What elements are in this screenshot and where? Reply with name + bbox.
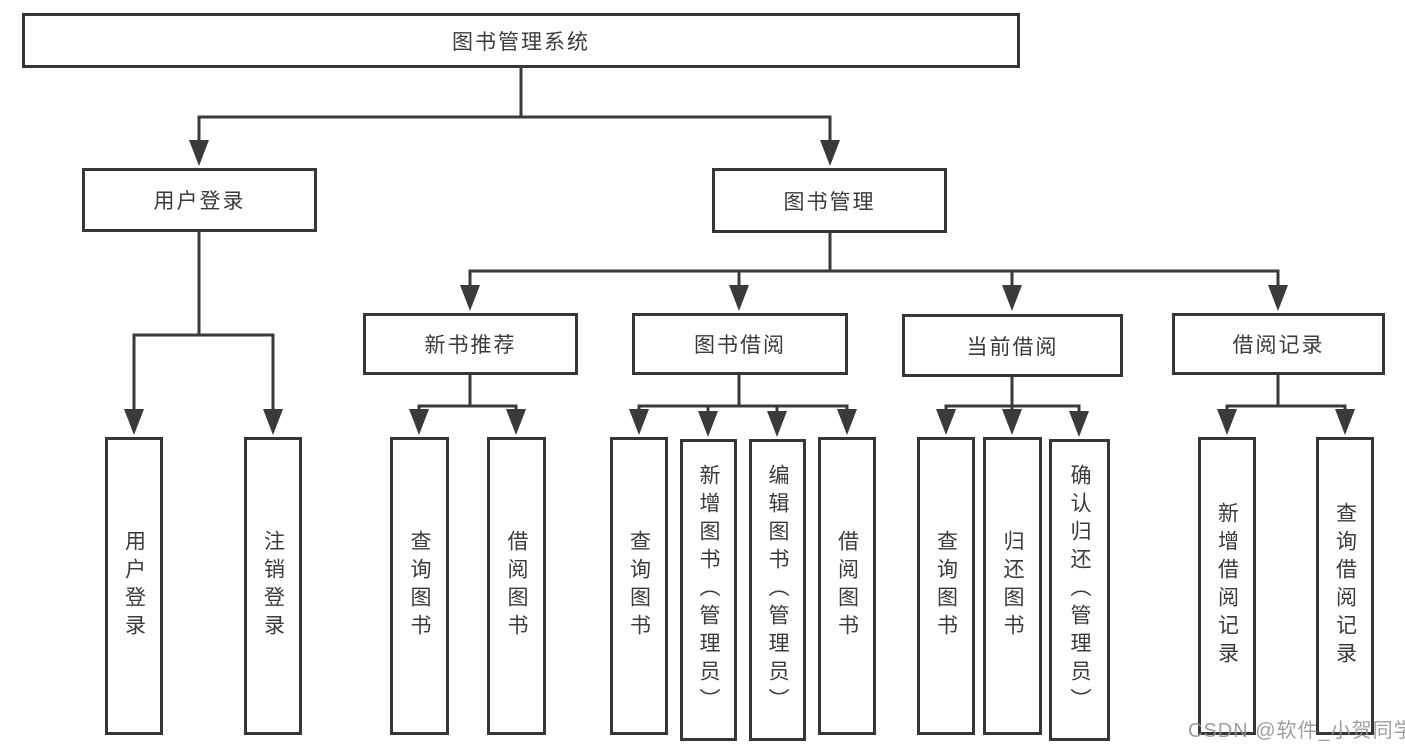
connector-current-borrow-children [944,375,1081,419]
arrow-down-icon [1002,285,1022,311]
arrow-down-icon [1217,409,1237,435]
arrow-down-icon [820,140,840,166]
watermark: CSDN @软件_小贺同学 [1188,720,1405,742]
arrow-down-icon [1002,409,1022,435]
node-book-management: 图书管理 [712,168,947,233]
leaf-confirm-return-admin: 确认归还（管理员） [1049,439,1110,741]
connector-root-to-level2 [197,68,832,146]
arrow-down-icon [729,285,749,311]
node-current-borrow-label: 当前借阅 [966,335,1059,359]
node-user-login-label: 用户登录 [153,190,246,213]
arrow-down-icon [629,409,649,435]
arrow-down-icon [124,409,144,435]
arrow-down-icon [767,411,787,437]
leaf-borrow-books-borrow: 借阅图书 [818,437,876,735]
node-new-book-recommend-label: 新书推荐 [424,334,517,357]
node-new-book-recommend: 新书推荐 [363,313,578,375]
leaf-query-books-current: 查询图书 [917,437,975,735]
connector-borrow-records-children [1225,375,1347,417]
node-current-borrow: 当前借阅 [902,314,1123,377]
leaf-add-book-admin: 新增图书（管理员） [680,439,737,741]
leaf-edit-book-admin: 编辑图书（管理员） [749,439,806,741]
leaf-return-book: 归还图书 [983,437,1042,735]
node-root-label: 图书管理系统 [452,30,590,54]
connector-new-book-children [417,375,518,417]
arrow-down-icon [936,409,956,435]
arrow-down-icon [263,409,283,435]
leaf-query-borrow-record: 查询借阅记录 [1316,437,1374,735]
arrow-down-icon [698,411,718,437]
node-book-borrow: 图书借阅 [632,313,848,375]
node-user-login: 用户登录 [82,168,317,232]
arrow-down-icon [837,409,857,435]
leaf-logout: 注销登录 [244,437,302,735]
node-root: 图书管理系统 [22,13,1020,68]
arrow-down-icon [1335,409,1355,435]
node-borrow-records-label: 借阅记录 [1232,334,1325,357]
arrow-down-icon [1268,285,1288,311]
node-book-management-label: 图书管理 [783,190,876,214]
leaf-borrow-books-recommend: 借阅图书 [487,437,546,735]
arrow-down-icon [506,409,526,435]
arrow-down-icon [189,140,209,166]
connector-book-borrow-children [637,375,849,419]
leaf-query-books-recommend: 查询图书 [390,437,449,735]
connector-user-login-children [132,232,275,415]
arrow-down-icon [460,285,480,311]
leaf-user-login: 用户登录 [105,437,163,735]
connector-book-management-children [468,233,1280,293]
node-borrow-records: 借阅记录 [1172,313,1385,375]
arrow-down-icon [409,409,429,435]
arrow-down-icon [1069,411,1089,437]
leaf-query-books-borrow: 查询图书 [610,437,668,735]
node-book-borrow-label: 图书借阅 [694,334,786,357]
leaf-add-borrow-record: 新增借阅记录 [1198,437,1256,735]
